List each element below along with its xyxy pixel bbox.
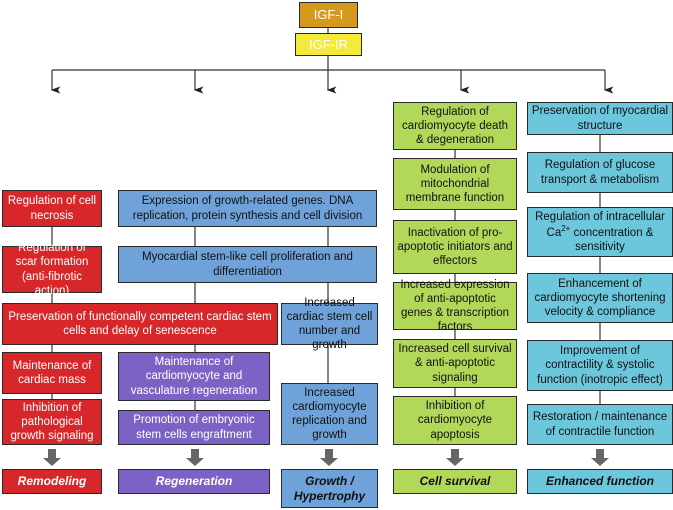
outcome-remodeling: Remodeling bbox=[2, 469, 102, 494]
growth-item: Increased cardiomyocyte replication and … bbox=[281, 383, 378, 445]
function-item: Enhancement of cardiomyocyte shortening … bbox=[527, 273, 673, 323]
function-item-calcium: Regulation of intracellular Ca2+ concent… bbox=[527, 207, 673, 257]
outcome-enhanced-function: Enhanced function bbox=[527, 469, 673, 494]
preservation-stem-cells-box: Preservation of functionally competent c… bbox=[2, 303, 278, 345]
survival-item: Modulation of mitochondrial membrane fun… bbox=[393, 158, 517, 210]
function-item: Preservation of myocardial structure bbox=[527, 102, 673, 135]
growth-item: Increased cardiac stem cell number and g… bbox=[281, 297, 378, 351]
function-item: Improvement of contractility & systolic … bbox=[527, 340, 673, 391]
remodeling-item: Regulation of cell necrosis bbox=[2, 190, 102, 227]
remodeling-item: Regulation of scar formation (anti-fibro… bbox=[2, 242, 102, 297]
calcium-text: Regulation of intracellular Ca2+ concent… bbox=[535, 211, 665, 253]
down-arrow-icon bbox=[446, 449, 464, 466]
function-item: Regulation of glucose transport & metabo… bbox=[527, 152, 673, 193]
outcome-cell-survival: Cell survival bbox=[393, 469, 517, 494]
igf-i-box: IGF-I bbox=[299, 2, 358, 28]
gene-expression-box: Expression of growth-related genes. DNA … bbox=[118, 190, 377, 227]
remodeling-item: Maintenance of cardiac mass bbox=[2, 352, 102, 394]
function-item: Restoration / maintenance of contractile… bbox=[527, 404, 673, 445]
igf-ir-box: IGF-IR bbox=[295, 33, 362, 56]
down-arrow-icon bbox=[320, 449, 338, 466]
regeneration-item: Maintenance of cardiomyocyte and vascula… bbox=[118, 352, 270, 401]
survival-item: Regulation of cardiomyocyte death & dege… bbox=[393, 102, 517, 150]
stem-cell-proliferation-box: Myocardial stem-like cell proliferation … bbox=[118, 246, 377, 283]
survival-item: Increased cell survival & anti-apoptotic… bbox=[393, 339, 517, 388]
remodeling-item: Inhibition of pathological growth signal… bbox=[2, 399, 102, 445]
down-arrow-icon bbox=[591, 449, 609, 466]
outcome-regeneration: Regeneration bbox=[118, 469, 270, 494]
survival-item: Inactivation of pro-apoptotic initiators… bbox=[393, 220, 517, 274]
down-arrow-icon bbox=[186, 449, 204, 466]
down-arrow-icon bbox=[43, 449, 61, 466]
regeneration-item: Promotion of embryonic stem cells engraf… bbox=[118, 410, 270, 445]
outcome-growth-hypertrophy: Growth / Hypertrophy bbox=[281, 469, 378, 508]
survival-item: Increased expression of anti-apoptotic g… bbox=[393, 279, 517, 333]
survival-item: Inhibition of cardiomyocyte apoptosis bbox=[393, 396, 517, 445]
